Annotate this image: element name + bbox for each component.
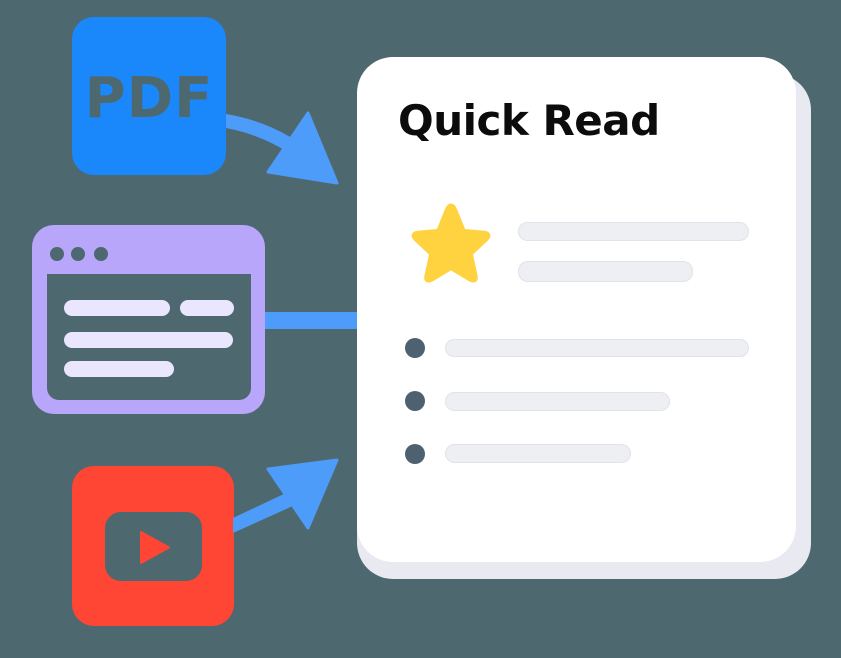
pdf-file-icon: PDF [84,66,214,131]
arrow-video-to-card [233,458,339,533]
bullet-dot-2 [405,391,425,411]
star-icon [411,203,491,283]
highlight-line-1 [518,222,749,241]
window-dot-1 [50,247,64,261]
pdf-source-tile: PDF [72,17,226,175]
bullet-line-3 [445,444,631,463]
youtube-play-icon [105,512,202,581]
bullet-line-2 [445,392,670,411]
browser-window-icon [32,225,265,414]
bullet-dot-3 [405,444,425,464]
bullet-line-1 [445,339,749,357]
quick-read-card: Quick Read [357,57,796,562]
window-dot-3 [94,247,108,261]
highlight-line-2 [518,261,693,282]
youtube-source-tile [72,466,234,626]
content-line-4 [64,361,174,377]
window-dot-2 [71,247,85,261]
arrow-pdf-to-card [226,111,339,185]
content-line-2 [180,300,234,316]
bullet-dot-1 [405,338,425,358]
browser-content-area [47,274,251,400]
web-connector-line [265,312,357,329]
card-title: Quick Read [398,96,660,145]
content-line-3 [64,332,233,348]
content-line-1 [64,300,170,316]
